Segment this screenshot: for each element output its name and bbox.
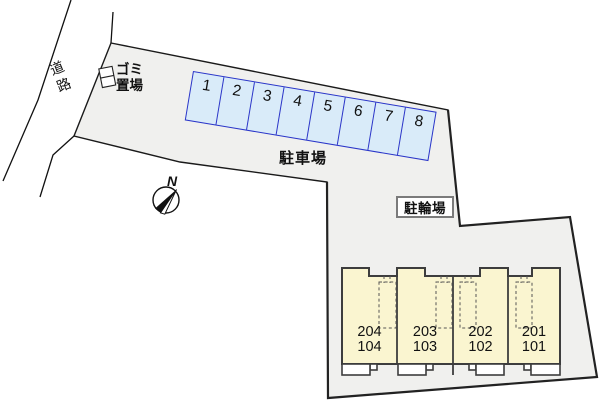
entrance-porches — [341, 363, 561, 376]
unit-number-upper: 202 — [468, 324, 493, 340]
unit-divider-lines — [396, 276, 509, 375]
unit-number-upper: 201 — [521, 324, 547, 340]
porch-step-201 — [523, 363, 532, 371]
porch-203 — [397, 363, 427, 376]
parking-lot-label: 駐車場 — [278, 150, 327, 167]
compass-north-label: N — [167, 173, 178, 189]
garbage-area-label: ゴミ 置場 — [116, 62, 143, 93]
parking-space-8: 8 — [413, 112, 425, 131]
porch-step-204 — [369, 363, 378, 371]
unit-number-lower: 103 — [412, 339, 438, 355]
unit-number-lower: 104 — [357, 339, 382, 355]
stair-path-unit-203 — [435, 276, 453, 329]
porch-204 — [341, 363, 371, 376]
unit-label-201-101: 201 101 — [506, 325, 562, 355]
garbage-area-label-line2: 置場 — [116, 77, 143, 93]
unit-number-lower: 101 — [521, 339, 547, 355]
unit-label-203-103: 203 103 — [397, 325, 453, 355]
north-compass-icon — [152, 186, 180, 215]
porch-step-202 — [468, 363, 477, 371]
bicycle-parking-label: 駐輪場 — [396, 196, 454, 218]
garbage-area-label-line1: ゴミ — [116, 62, 143, 77]
porch-step-203 — [425, 363, 434, 371]
road-lines — [2, 0, 114, 198]
unit-label-202-102: 202 102 — [453, 325, 509, 355]
porch-201 — [530, 363, 561, 376]
unit-number-upper: 203 — [412, 324, 438, 340]
stair-path-unit-202 — [459, 276, 477, 329]
stair-path-unit-201 — [515, 276, 533, 329]
unit-label-204-104: 204 104 — [342, 325, 398, 355]
unit-number-upper: 204 — [357, 324, 382, 340]
stair-path-icons — [378, 276, 533, 329]
porch-202 — [475, 363, 505, 376]
property-outline-heavy — [325, 109, 599, 400]
unit-number-lower: 102 — [468, 339, 493, 355]
stair-path-unit-204 — [378, 276, 397, 329]
garbage-bin-icon — [98, 65, 117, 89]
